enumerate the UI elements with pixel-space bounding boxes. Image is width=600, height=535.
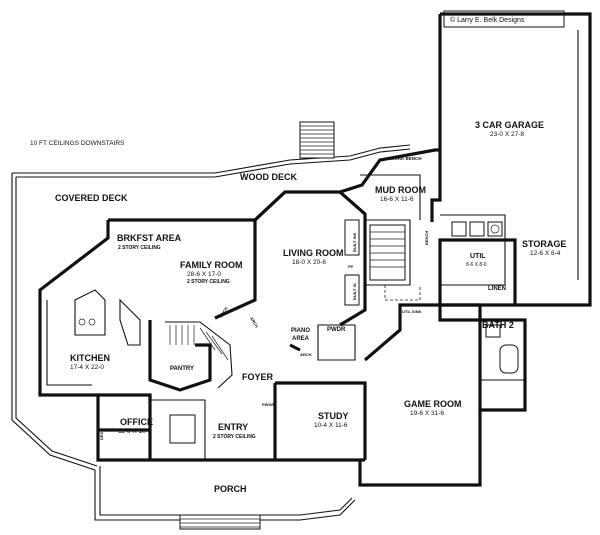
entry-note: 2 STORY CEILING [213, 434, 256, 440]
covered-deck-label: COVERED DECK [55, 193, 128, 203]
pwdr-label: PWDR [327, 327, 346, 333]
garage-walls [430, 12, 592, 307]
family-label: FAMILY ROOM [180, 260, 243, 270]
storage-label: STORAGE [522, 239, 566, 249]
work-bench-label: WORK BENCH [390, 156, 422, 161]
brkfst-note: 2 STORY CEILING [118, 245, 161, 251]
bath2-label: BATH 2 [482, 320, 514, 330]
linen-label: LINEN [488, 286, 506, 292]
brkfst-label: BRKFST AREA [117, 233, 182, 243]
entry-label: ENTRY [218, 422, 248, 432]
room-labels: 3 CAR GARAGE 23-0 X 27-8 STORAGE 12-6 X … [70, 120, 566, 440]
family-dims: 28-6 X 17-0 [187, 271, 221, 278]
fp-label: FP [348, 264, 353, 269]
mudroom-dims: 16-6 X 11-6 [380, 196, 414, 203]
bench-label: BENCH [424, 231, 429, 245]
office-label: OFFICE [120, 417, 153, 427]
living-dims: 18-0 X 20-6 [292, 259, 326, 266]
deck-stairs [299, 121, 335, 159]
fixture-labels: WORK BENCH BENCH BUILT INS BUILT IN FP A… [99, 156, 429, 440]
garage-label: 3 CAR GARAGE [475, 120, 544, 130]
util-sink-label: UTIL SINK [402, 309, 422, 314]
piano-label: PIANO [291, 328, 310, 334]
kitchen-label: KITCHEN [70, 353, 110, 363]
ceiling-note: 10 FT CEILINGS DOWNSTAIRS [30, 140, 125, 147]
credit-text: © Larry E. Belk Designs [450, 16, 525, 24]
porch-steps [179, 514, 261, 530]
util-label: UTIL [470, 253, 486, 260]
piano-area-label: AREA [292, 336, 310, 342]
rear-stair [369, 224, 421, 301]
garage-dims: 23-0 X 27-8 [490, 131, 524, 138]
built-ins-label: BUILT INS [352, 232, 357, 252]
study-dims: 10-4 X 11-6 [314, 422, 348, 429]
bath-fixtures [485, 324, 519, 374]
office-dims: 11-6 X 10-6 [118, 428, 152, 435]
arch2-label: ARCH [249, 316, 259, 329]
living-label: LIVING ROOM [283, 248, 344, 258]
game-label: GAME ROOM [404, 399, 462, 409]
storage-dims: 12-6 X 8-4 [530, 250, 561, 257]
desk-label: DESK [99, 429, 104, 440]
mudroom-label: MUD ROOM [375, 185, 426, 195]
porch-label: PORCH [214, 484, 247, 494]
util-dims: 8-6 X 8-0 [466, 262, 487, 268]
space-labels: WOOD DECK COVERED DECK PORCH FOYER PANTR… [55, 172, 514, 494]
living-builtins [344, 219, 360, 306]
office-desk [169, 414, 196, 444]
family-note: 2 STORY CEILING [187, 279, 230, 285]
study-label: STUDY [318, 411, 349, 421]
kitchen-dims: 17-4 X 22-0 [70, 364, 104, 371]
foyer-label: FOYER [242, 372, 274, 382]
pantry-label: PANTRY [170, 366, 194, 372]
arch-label: ARCH [219, 306, 229, 319]
util-fixtures [451, 221, 503, 237]
main-stair [165, 321, 233, 389]
game-dims: 19-6 X 31-6 [410, 410, 444, 417]
interior-walls [98, 174, 525, 462]
pwdr-bath-label: PWDR [262, 402, 274, 407]
wood-deck-label: WOOD DECK [240, 172, 297, 182]
arch3-label: ARCH [300, 352, 312, 357]
built-in-a-label: BUILT IN [352, 283, 357, 300]
kitchen-island [46, 289, 141, 386]
